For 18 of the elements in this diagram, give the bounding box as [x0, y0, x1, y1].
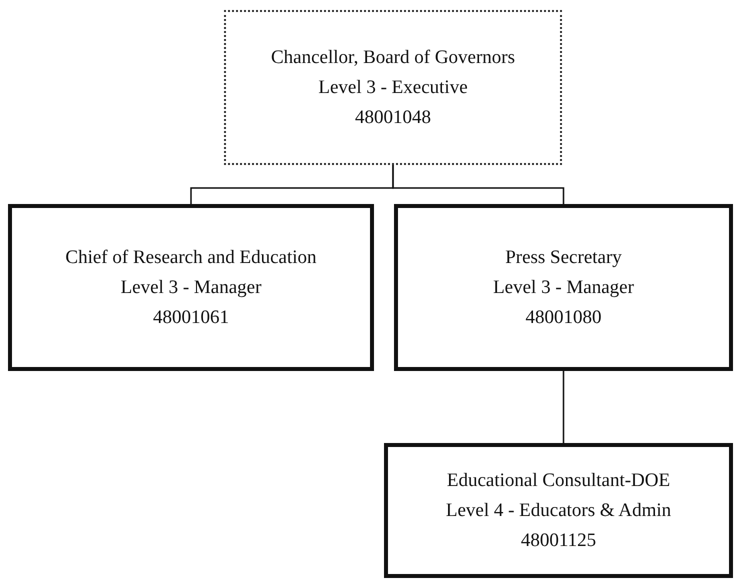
position-level: Level 4 - Educators & Admin: [446, 498, 672, 522]
position-title: Chancellor, Board of Governors: [270, 46, 516, 70]
position-title: Chief of Research and Education: [65, 246, 317, 270]
position-title: Educational Consultant-DOE: [446, 468, 670, 492]
position-box: [224, 10, 562, 165]
position-box: [8, 204, 374, 371]
position-level: Level 3 - Manager: [493, 276, 634, 300]
connector-line: [392, 165, 564, 204]
position-level: Level 3 - Executive: [318, 76, 468, 100]
position-box: [394, 204, 733, 371]
position-number: 48001048: [355, 106, 431, 130]
position-number: 48001061: [153, 306, 229, 330]
position-level: Level 3 - Manager: [120, 276, 262, 300]
connector-line: [562, 371, 564, 443]
position-number: 48001125: [520, 528, 596, 552]
position-title: Press Secretary: [505, 246, 622, 270]
position-number: 48001080: [526, 306, 602, 330]
position-box: [384, 443, 733, 578]
